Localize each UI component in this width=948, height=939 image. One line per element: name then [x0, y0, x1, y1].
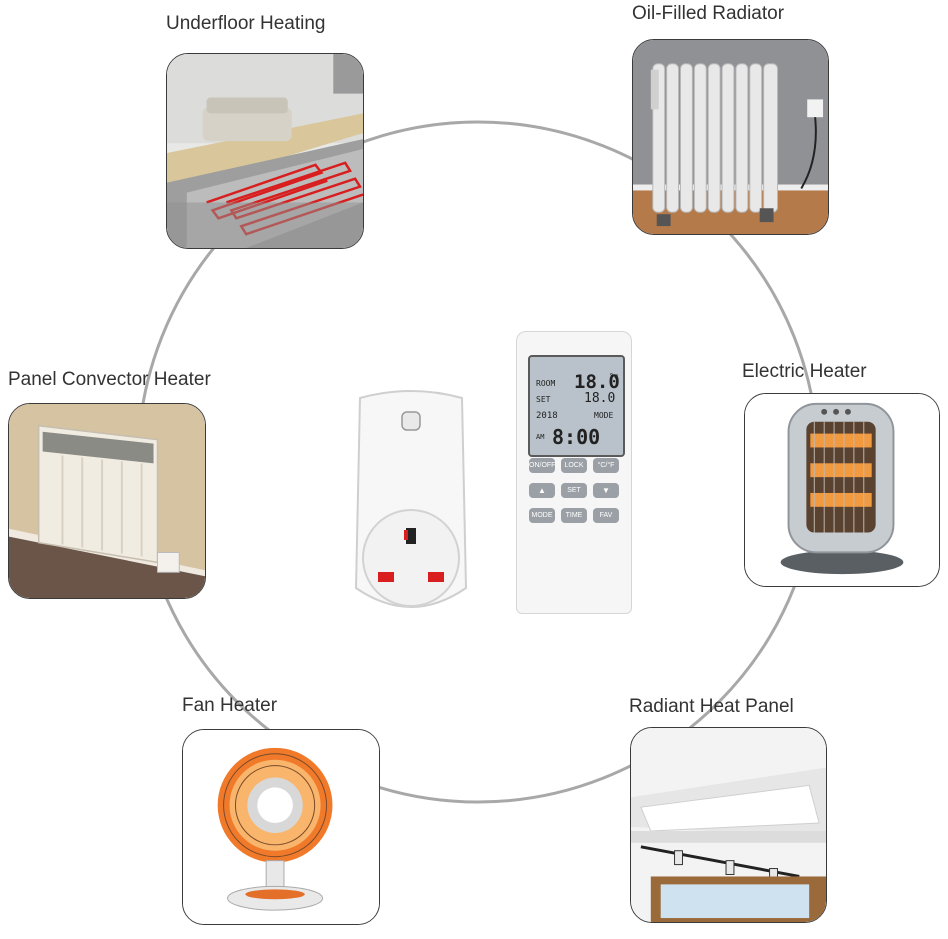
unit-toggle-button[interactable]: °C/°F	[593, 458, 619, 473]
set-button[interactable]: SET	[561, 483, 587, 498]
lcd-set-temp: 18.0	[584, 391, 616, 406]
lcd-set-label: SET	[536, 395, 551, 404]
lcd-mode-label: MODE	[594, 411, 614, 420]
label-underfloor-heating: Underfloor Heating	[166, 13, 326, 34]
down-button[interactable]: ▼	[593, 483, 619, 498]
plug-in-thermostat-socket	[354, 390, 468, 608]
fan-heater-photo	[182, 729, 380, 925]
lcd-unit: °c	[609, 372, 619, 381]
fav-button[interactable]: FAV	[593, 508, 619, 523]
onoff-button[interactable]: ON/OFF	[529, 458, 555, 473]
label-oil-filled-radiator: Oil-Filled Radiator	[632, 3, 785, 24]
label-fan-heater: Fan Heater	[182, 695, 278, 716]
lcd-am-label: AM	[536, 433, 545, 441]
lcd-date: 2018	[536, 411, 558, 421]
oil-filled-radiator-photo	[632, 39, 829, 235]
time-button[interactable]: TIME	[561, 508, 587, 523]
lcd-room-temp: 18.0	[574, 371, 620, 393]
mode-button[interactable]: MODE	[529, 508, 555, 523]
remote-lcd: ROOM 18.0 °c SET 18.0 2018 MODE AM 8:00	[528, 355, 625, 457]
thermostat-remote: ROOM 18.0 °c SET 18.0 2018 MODE AM 8:00 …	[516, 331, 632, 614]
lcd-clock: 8:00	[552, 425, 601, 449]
label-radiant-heat-panel: Radiant Heat Panel	[629, 696, 794, 717]
remote-keypad: ON/OFF LOCK °C/°F ▲ SET ▼ MODE TIME FAV	[529, 458, 621, 523]
underfloor-heating-photo	[166, 53, 364, 249]
up-button[interactable]: ▲	[529, 483, 555, 498]
lock-button[interactable]: LOCK	[561, 458, 587, 473]
socket-button[interactable]	[401, 411, 421, 431]
panel-convector-heater-photo	[8, 403, 206, 599]
label-panel-convector-heater: Panel Convector Heater	[8, 369, 211, 390]
radiant-heat-panel-photo	[630, 727, 827, 923]
electric-heater-photo	[744, 393, 940, 587]
label-electric-heater: Electric Heater	[742, 361, 867, 382]
lcd-room-label: ROOM	[536, 379, 556, 388]
